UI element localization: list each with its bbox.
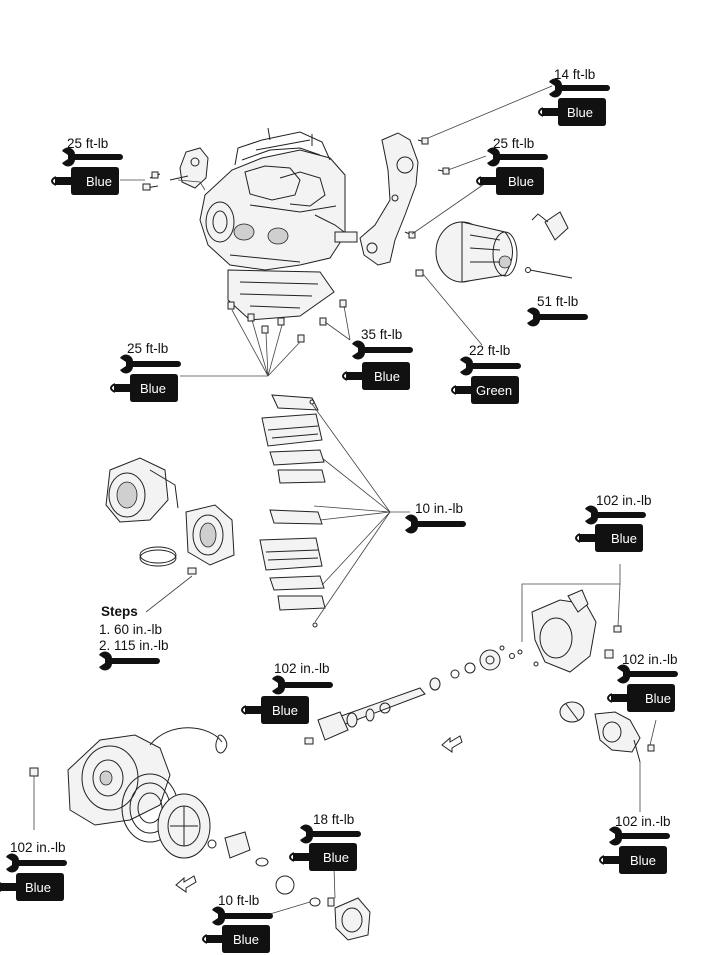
thread-locker-label: Blue (374, 369, 400, 384)
torque-callout-102-in-lb-pump: 102 in.-lb Blue (575, 493, 652, 553)
torque-steps-callout: Steps 1. 60 in.-lb 2. 115 in.-lb (99, 604, 169, 671)
thermostat-housing (559, 701, 657, 812)
rewind-starter (29, 727, 371, 941)
thread-locker-label: Blue (233, 932, 259, 947)
wrench-icon (617, 664, 678, 684)
thread-locker-label: Blue (630, 853, 656, 868)
torque-callout-25-ft-lb-left: 25 ft-lb Blue (51, 136, 123, 196)
engine-assembly (199, 127, 358, 271)
torque-callout-22-ft-lb: 22 ft-lb Green (451, 343, 521, 405)
torque-label: 102 in.-lb (274, 661, 330, 676)
torque-label: 102 in.-lb (10, 840, 66, 855)
torque-label: 25 ft-lb (127, 341, 168, 356)
torque-label: 35 ft-lb (361, 327, 402, 342)
thread-locker-label: Green (476, 383, 512, 398)
torque-callout-102-in-lb-lower-right: 102 in.-lb Blue (599, 814, 671, 875)
front-direction-arrow-icon (441, 735, 463, 753)
torque-callout-102-in-lb-lower-left: 102 in.-lb Blue (0, 840, 67, 902)
torque-callout-102-in-lb-thermostat: 102 in.-lb Blue (607, 652, 678, 713)
torque-callout-25-ft-lb-middle: 25 ft-lb Blue (110, 341, 181, 403)
torque-label: 102 in.-lb (622, 652, 678, 667)
wrench-icon (99, 651, 160, 671)
wrench-icon (405, 514, 466, 534)
torque-label: 51 ft-lb (537, 294, 578, 309)
wrench-icon (460, 356, 521, 376)
step-1: 1. 60 in.-lb (99, 622, 162, 637)
torque-callout-18-ft-lb: 18 ft-lb Blue (289, 812, 361, 872)
torque-label: 10 ft-lb (218, 893, 259, 908)
intake-adaptor (105, 457, 235, 613)
steps-title: Steps (101, 604, 138, 619)
engine-support-bolts (227, 269, 347, 343)
torque-label: 10 in.-lb (415, 501, 463, 516)
engine-support-plate (359, 132, 450, 266)
leader-lines-upper (180, 85, 553, 377)
torque-label: 102 in.-lb (615, 814, 671, 829)
thread-locker-label: Blue (645, 691, 671, 706)
torque-label: 14 ft-lb (554, 67, 595, 82)
torque-callout-10-ft-lb: 10 ft-lb Blue (202, 893, 273, 954)
wrench-icon (352, 340, 413, 360)
thread-locker-label: Blue (567, 105, 593, 120)
front-direction-arrow-icon (175, 875, 197, 893)
torque-label: 25 ft-lb (493, 136, 534, 151)
torque-label: 25 ft-lb (67, 136, 108, 151)
wrench-icon (609, 826, 670, 846)
wrench-icon (527, 307, 588, 327)
thread-locker-label: Blue (272, 703, 298, 718)
thread-locker-label: Blue (25, 880, 51, 895)
torque-callout-35-ft-lb: 35 ft-lb Blue (342, 327, 413, 391)
thread-locker-label: Blue (86, 174, 112, 189)
torque-callout-10-in-lb: 10 in.-lb (405, 501, 466, 534)
thread-locker-label: Blue (140, 381, 166, 396)
water-pump-housing (499, 564, 622, 673)
wrench-icon (120, 354, 181, 374)
thread-locker-label: Blue (611, 531, 637, 546)
step-2: 2. 115 in.-lb (99, 638, 169, 653)
torque-label: 22 ft-lb (469, 343, 510, 358)
water-pump-shaft (304, 649, 523, 745)
torque-label: 18 ft-lb (313, 812, 354, 827)
reed-valve-assembly (259, 394, 410, 628)
thread-locker-label: Blue (323, 850, 349, 865)
wrench-icon (6, 853, 67, 873)
torque-callout-102-in-lb-center: 102 in.-lb Blue (241, 661, 333, 725)
torque-callout-51-ft-lb: 51 ft-lb (527, 294, 588, 327)
wrench-icon (212, 906, 273, 926)
wrench-icon (585, 505, 646, 525)
wrench-icon (272, 675, 333, 695)
engine-mount-bracket (120, 147, 209, 191)
torque-label: 102 in.-lb (596, 493, 652, 508)
wrench-icon (300, 824, 361, 844)
torque-callout-14-ft-lb: 14 ft-lb Blue (538, 67, 610, 127)
thread-locker-label: Blue (508, 174, 534, 189)
torque-callout-25-ft-lb-right: 25 ft-lb Blue (476, 136, 548, 196)
drive-pulley (415, 211, 573, 283)
